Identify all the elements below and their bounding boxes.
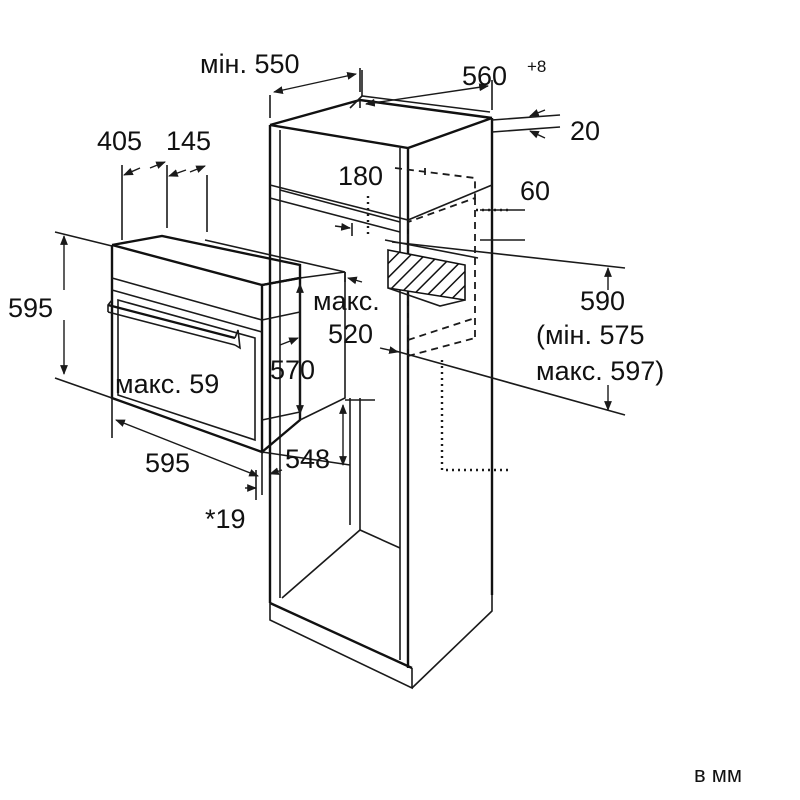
ventilation-channels [366,196,510,472]
label-145: 145 [166,126,211,156]
label-590: 590 [580,286,625,316]
dimension-lines [54,68,626,500]
label-405: 405 [97,126,142,156]
label-595-height: 595 [8,293,53,323]
label-max-59: макс. 59 [115,369,219,399]
oven [107,234,346,454]
unit-note: в мм [694,762,742,787]
label-20: 20 [570,116,600,146]
label-560: 560 [462,61,507,91]
label-560-tolerance: +8 [527,57,546,76]
label-570: 570 [270,355,315,385]
dimension-labels: мін. 550 560 +8 20 405 145 180 60 595 ма… [8,49,742,787]
label-595-width: 595 [145,448,190,478]
label-520: 520 [328,319,373,349]
label-min-550: мін. 550 [200,49,300,79]
label-60: 60 [520,176,550,206]
label-max: макс. [313,286,380,316]
label-min-575: (мін. 575 [536,320,645,350]
label-19: *19 [205,504,246,534]
label-548: 548 [285,444,330,474]
label-180: 180 [338,161,383,191]
label-max-597: макс. 597) [536,356,664,386]
